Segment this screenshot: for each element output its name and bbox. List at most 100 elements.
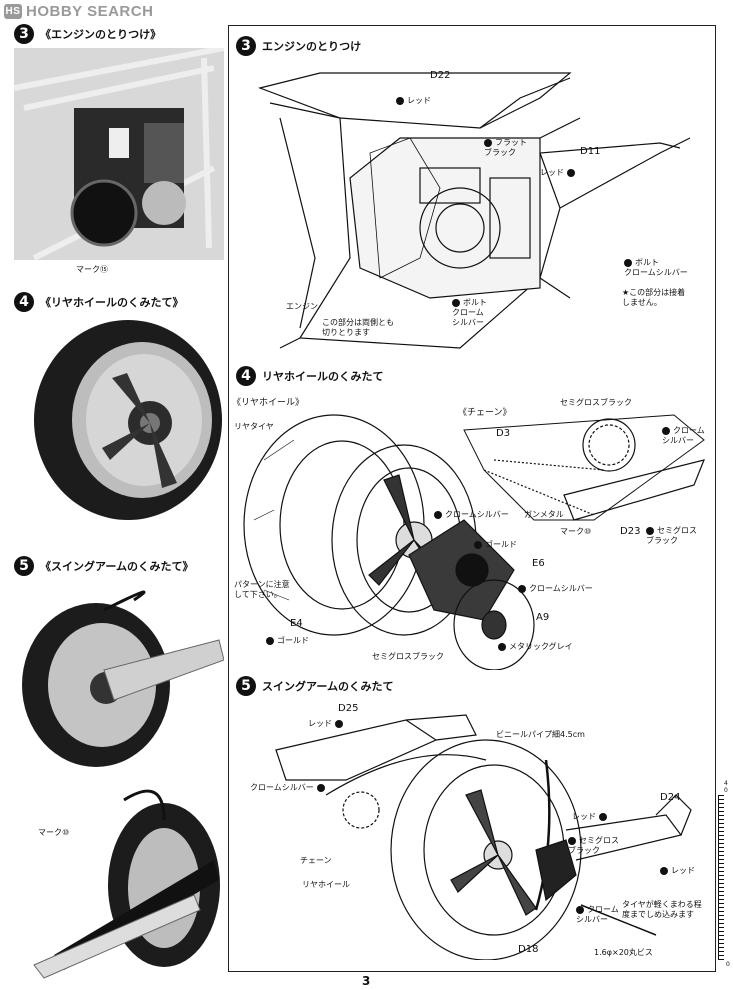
no-glue-note: ★この部分は接着 しません。 bbox=[622, 288, 686, 307]
engine-label: エンジン bbox=[286, 302, 318, 311]
paint-dot-icon bbox=[452, 298, 460, 307]
part-e6: E6 bbox=[532, 558, 545, 569]
screw-spec-label: 1.6φ×20丸ビス bbox=[594, 948, 653, 957]
rear-wheel-photo-illustration bbox=[34, 320, 222, 520]
gold-text-2: ゴールド bbox=[277, 636, 309, 645]
chrome-silver-label-5a: クロームシルバー bbox=[250, 783, 328, 793]
part-e4: E4 bbox=[290, 618, 303, 629]
metallic-gray-label: メタリックグレイ bbox=[498, 642, 573, 652]
part-d23: D23 bbox=[620, 526, 641, 537]
chain-label: チェーン bbox=[300, 856, 332, 865]
step-5-heading: 5 スイングアームのくみたて bbox=[236, 676, 393, 696]
chrome-silver-label-2: クロームシルバー bbox=[434, 510, 509, 520]
watermark-text: HOBBY SEARCH bbox=[26, 3, 154, 20]
red-label-5c: レッド bbox=[660, 866, 695, 876]
flat-black-text: フラット ブラック bbox=[484, 138, 527, 157]
paint-dot-icon bbox=[599, 812, 607, 821]
page-number: 3 bbox=[362, 974, 371, 988]
red-label-5b: レッド bbox=[572, 812, 610, 822]
rear-wheel-subheading: 《リヤホイール》 bbox=[232, 398, 305, 408]
frame-line-drawing bbox=[257, 72, 691, 349]
paint-dot-icon bbox=[662, 426, 670, 435]
bolt-chrome-text-2: ボルト クローム シルバー bbox=[452, 298, 487, 327]
semigloss-black-text-5: セミグロス ブラック bbox=[568, 836, 619, 855]
mark-15-caption: マーク⑮ bbox=[76, 265, 108, 274]
rear-wheel-diagram bbox=[234, 400, 710, 670]
chain-subheading: 《チェーン》 bbox=[458, 408, 512, 418]
instruction-frame bbox=[228, 25, 716, 972]
paint-dot-icon bbox=[474, 540, 482, 549]
mark-10-label: マーク⑩ bbox=[560, 527, 592, 536]
step-4-heading: 4 リヤホイールのくみたて bbox=[236, 366, 383, 386]
left-section-4-title: 《リヤホイールのくみたて》 bbox=[40, 296, 184, 309]
gunmetal-label: ガンメタル bbox=[524, 510, 564, 519]
paint-dot-icon bbox=[576, 905, 584, 914]
bolt-chrome-text: ボルト クロームシルバー bbox=[624, 258, 688, 277]
part-d22: D22 bbox=[430, 70, 451, 81]
chrome-silver-label-1: クローム シルバー bbox=[662, 426, 705, 446]
part-a9: A9 bbox=[536, 612, 550, 623]
red-label: レッド bbox=[396, 96, 431, 106]
rear-wheel-photo bbox=[32, 318, 224, 523]
engine-photo bbox=[14, 48, 224, 260]
cut-both-sides-note: この部分は両側とも 切りとります bbox=[322, 318, 394, 337]
rear-tire-label: リヤタイヤ bbox=[234, 422, 274, 431]
step-number-badge: 4 bbox=[236, 366, 256, 386]
semigloss-black-label-1: セミグロスブラック bbox=[560, 398, 632, 407]
red-text-5c: レッド bbox=[671, 866, 695, 875]
chrome-silver-text-5b: クローム シルバー bbox=[576, 905, 619, 924]
part-d24: D24 bbox=[660, 792, 681, 803]
swingarm-photo-1 bbox=[14, 580, 224, 770]
paint-dot-icon bbox=[624, 258, 632, 267]
left-section-5-title: 《スイングアームのくみたて》 bbox=[40, 560, 194, 573]
chrome-silver-text-1: クローム シルバー bbox=[662, 426, 705, 445]
step-3-title: エンジンのとりつけ bbox=[262, 40, 362, 53]
chrome-silver-text-5a: クロームシルバー bbox=[250, 783, 314, 792]
semigloss-black-text-2: セミグロス ブラック bbox=[646, 526, 697, 545]
part-d18: D18 bbox=[518, 944, 539, 955]
frame-diagram bbox=[240, 58, 710, 358]
chrome-silver-label-3: クロームシルバー bbox=[518, 584, 593, 594]
chrome-silver-label-5b: クローム シルバー bbox=[576, 905, 619, 925]
paint-dot-icon bbox=[646, 526, 654, 535]
paint-dot-icon bbox=[567, 168, 575, 177]
semigloss-black-label-3: セミグロスブラック bbox=[372, 652, 444, 661]
gold-label-1: ゴールド bbox=[474, 540, 517, 550]
red-text: レッド bbox=[407, 96, 431, 105]
watermark-logo: HS bbox=[4, 4, 22, 19]
red-text-5a: レッド bbox=[308, 719, 332, 728]
red-text-5b: レッド bbox=[572, 812, 596, 821]
mark-10-caption: マーク⑩ bbox=[38, 828, 70, 837]
paint-dot-icon bbox=[335, 719, 343, 728]
hobby-search-watermark: HS HOBBY SEARCH bbox=[4, 3, 153, 20]
paint-dot-icon bbox=[484, 138, 492, 147]
metallic-gray-text: メタリックグレイ bbox=[509, 642, 573, 651]
flat-black-label: フラット ブラック bbox=[484, 138, 527, 158]
left-section-3-heading: 3 《エンジンのとりつけ》 bbox=[14, 24, 161, 44]
red-label-5a: レッド bbox=[308, 719, 346, 729]
rear-wheel-line-drawing bbox=[243, 414, 705, 670]
swingarm-line-drawing bbox=[275, 714, 692, 960]
part-d11: D11 bbox=[580, 146, 601, 157]
scale-ruler bbox=[718, 795, 724, 960]
chrome-silver-text-3: クロームシルバー bbox=[529, 584, 593, 593]
step-number-badge: 3 bbox=[14, 24, 34, 44]
part-d25: D25 bbox=[338, 703, 359, 714]
engine-photo-illustration bbox=[14, 48, 224, 260]
rear-wheel-label: リヤホイール bbox=[302, 880, 350, 889]
paint-dot-icon bbox=[518, 584, 526, 593]
paint-dot-icon bbox=[568, 836, 576, 845]
red-label-2: レッド bbox=[540, 168, 578, 178]
left-section-5-heading: 5 《スイングアームのくみたて》 bbox=[14, 556, 193, 576]
swingarm-photo-1-illustration bbox=[22, 590, 224, 767]
paint-dot-icon bbox=[396, 96, 404, 105]
vinyl-pipe-label: ビニールパイプ細4.5cm bbox=[496, 730, 585, 739]
bolt-chrome-label: ボルト クロームシルバー bbox=[624, 258, 688, 278]
bolt-chrome-label-2: ボルト クローム シルバー bbox=[452, 298, 487, 328]
left-section-3-title: 《エンジンのとりつけ》 bbox=[40, 28, 162, 41]
paint-dot-icon bbox=[498, 642, 506, 651]
paint-dot-icon bbox=[434, 510, 442, 519]
swingarm-diagram bbox=[236, 700, 712, 960]
paint-dot-icon bbox=[316, 783, 325, 792]
left-section-4-heading: 4 《リヤホイールのくみたて》 bbox=[14, 292, 183, 312]
